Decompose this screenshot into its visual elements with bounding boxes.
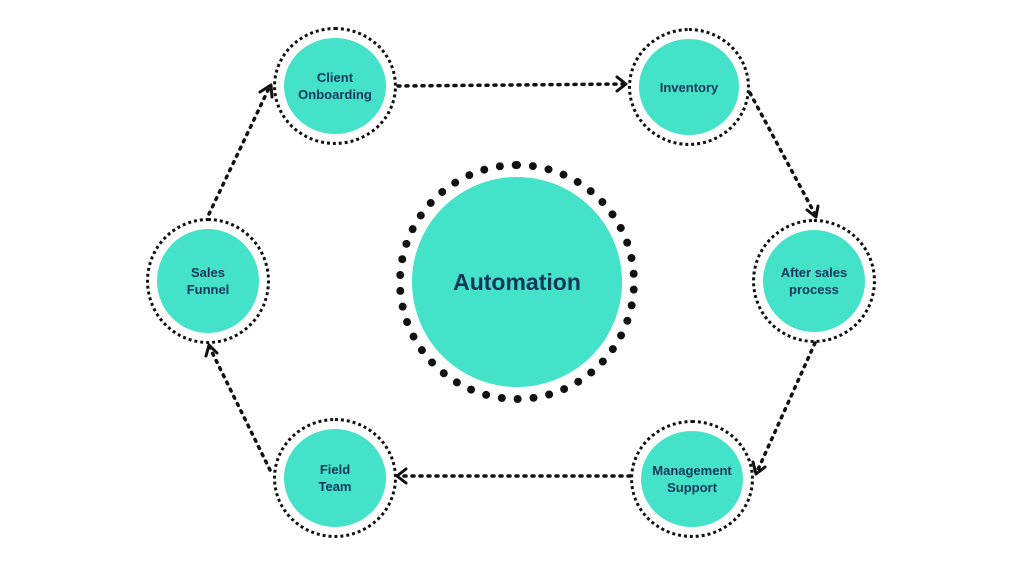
arrowhead-field-team (395, 467, 408, 485)
node-fill: Client Onboarding (284, 38, 386, 134)
node-inventory: Inventory (628, 28, 750, 146)
node-fill: Field Team (284, 429, 386, 527)
arrow-inventory-to-after-sales-process (748, 91, 818, 218)
center-node-automation: Automation (396, 161, 638, 403)
node-label-client-onboarding: Client Onboarding (298, 70, 372, 102)
center-node-label: Automation (453, 268, 581, 295)
node-sales-funnel: Sales Funnel (146, 218, 270, 344)
node-label-field-team: Field Team (318, 462, 352, 494)
node-field-team: Field Team (273, 418, 397, 538)
center-node-fill: Automation (412, 177, 622, 387)
arrow-after-sales-process-to-management-support (754, 341, 817, 476)
arrowhead-inventory (615, 75, 628, 93)
arrowhead-client-onboarding (258, 83, 274, 99)
node-label-inventory: Inventory (659, 79, 719, 95)
node-management-support: Management Support (630, 420, 754, 538)
node-label-management-support: Management Support (652, 463, 732, 495)
node-fill: Management Support (641, 431, 743, 527)
node-fill: After sales process (763, 230, 865, 332)
node-label-after-sales-process: After sales process (780, 265, 848, 297)
node-after-sales-process: After sales process (752, 219, 876, 343)
node-client-onboarding: Client Onboarding (273, 27, 397, 145)
node-fill: Inventory (639, 39, 739, 135)
arrow-field-team-to-sales-funnel (207, 344, 272, 472)
node-label-sales-funnel: Sales Funnel (186, 265, 230, 297)
arrow-client-onboarding-to-inventory (396, 82, 627, 88)
node-fill: Sales Funnel (157, 229, 259, 333)
arrowhead-management-support (751, 460, 767, 476)
arrow-sales-funnel-to-client-onboarding (207, 84, 272, 216)
arrowhead-sales-funnel (204, 343, 219, 358)
arrowhead-after-sales-process (805, 204, 820, 219)
